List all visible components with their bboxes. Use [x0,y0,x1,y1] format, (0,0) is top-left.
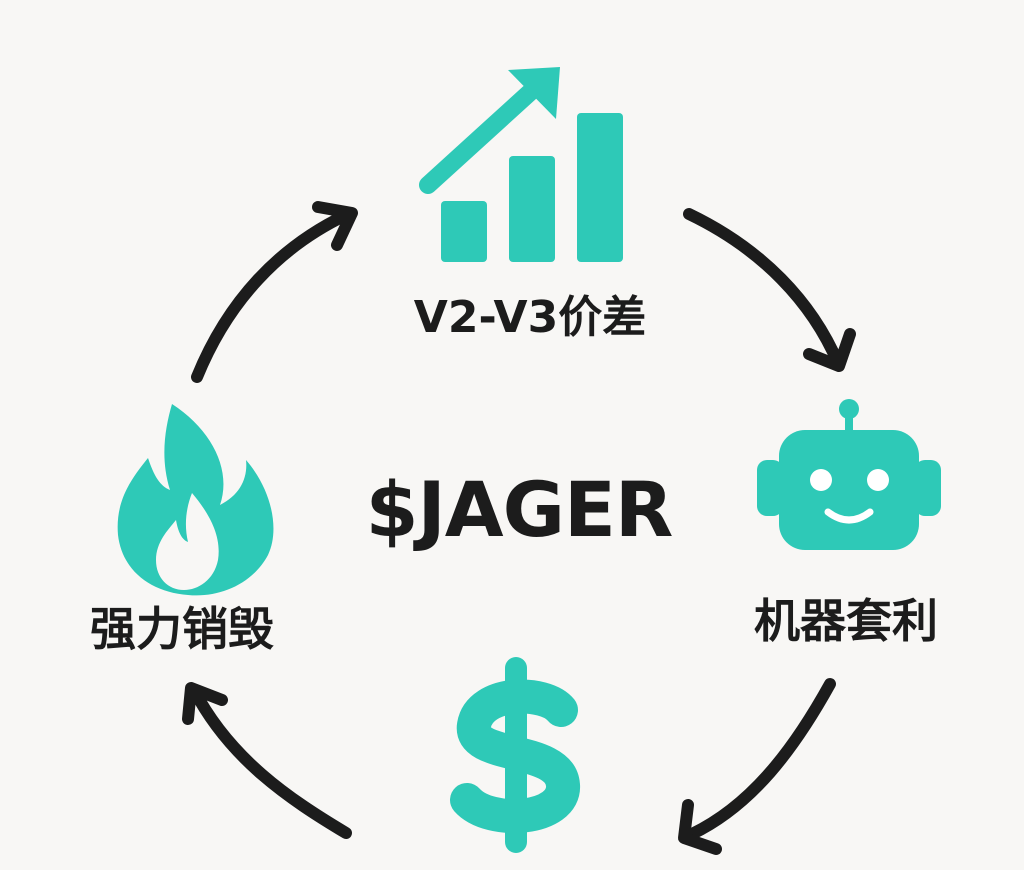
arrow-bottom-to-left [182,682,352,839]
flame-inner [156,493,219,590]
cycle-arrows [182,201,856,855]
robot-eye-left [810,469,832,491]
robot-ear-right [915,460,941,516]
chart-bar-3 [577,113,623,262]
arrow-left-to-top [191,201,358,383]
arrow-right-to-bottom [678,678,836,855]
node-label-bot-arbitrage: 机器套利 [754,594,938,648]
robot-head [779,430,919,550]
flame-icon [117,404,274,596]
trend-arrow-line [419,76,547,194]
robot-smile [824,508,874,524]
robot-icon [757,399,941,550]
node-label-burn: 强力销毁 [90,602,274,656]
bar-chart-up-icon [419,67,623,262]
arrow-top-to-right [683,208,856,372]
robot-antenna-stem [845,414,853,434]
node-label-price-spread: V2-V3价差 [413,292,647,343]
dollar-stroke-s [450,679,580,833]
robot-antenna-tip [839,399,859,419]
chart-bar-1 [441,201,487,262]
chart-bar-2 [509,156,555,262]
trend-arrow-head [508,67,560,119]
dollar-icon [450,657,580,853]
center-title: $JAGER [365,465,674,554]
robot-ear-left [757,460,783,516]
robot-eye-right [867,469,889,491]
